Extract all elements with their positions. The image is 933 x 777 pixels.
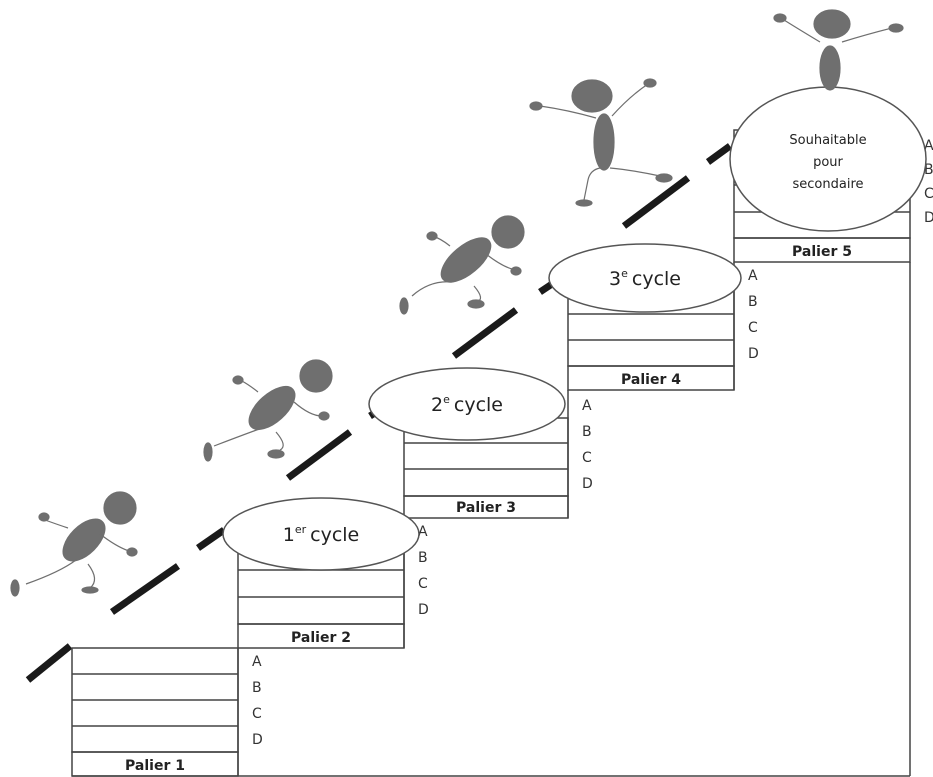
jumper-figure-5 xyxy=(773,9,904,91)
cycle-2-word: cycle xyxy=(454,394,503,416)
step-letters-palier-4: A B C D xyxy=(748,268,759,362)
step-label-palier-1: Palier 1 xyxy=(125,758,185,774)
svg-text:C: C xyxy=(924,186,933,202)
cycle-1-sup: er xyxy=(295,523,307,536)
svg-text:B: B xyxy=(252,680,262,696)
step-letters-palier-2: A B C D xyxy=(418,524,429,618)
step-label-palier-3: Palier 3 xyxy=(456,500,516,516)
runner-figure-1 xyxy=(10,491,138,597)
svg-text:B: B xyxy=(582,424,592,440)
svg-text:D: D xyxy=(418,602,429,618)
svg-text:B: B xyxy=(748,294,758,310)
svg-text:C: C xyxy=(582,450,592,466)
cycle-1-word: cycle xyxy=(310,524,359,546)
runner-figure-3 xyxy=(399,215,525,315)
step-palier-4 xyxy=(567,289,735,518)
final-bubble-line-2: pour xyxy=(813,155,843,170)
runner-figure-2 xyxy=(203,359,333,462)
step-palier-1 xyxy=(71,647,239,777)
cycle-3-number: 3 xyxy=(609,268,621,290)
final-bubble-line-3: secondaire xyxy=(793,177,864,192)
jumper-figure-4 xyxy=(529,78,673,207)
final-bubble-secondaire: Souhaitable pour secondaire xyxy=(729,86,927,232)
svg-text:B: B xyxy=(418,550,428,566)
svg-text:D: D xyxy=(748,346,759,362)
svg-text:D: D xyxy=(252,732,263,748)
svg-text:D: D xyxy=(582,476,593,492)
step-label-palier-5: Palier 5 xyxy=(792,244,852,260)
svg-text:A: A xyxy=(582,398,592,414)
step-letters-palier-1: A B C D xyxy=(252,654,263,748)
final-bubble-line-1: Souhaitable xyxy=(789,133,866,148)
cycle-2-sup: e xyxy=(443,393,450,406)
step-label-palier-4: Palier 4 xyxy=(621,372,681,388)
cycle-3-word: cycle xyxy=(632,268,681,290)
step-palier-2 xyxy=(237,541,405,776)
svg-text:B: B xyxy=(924,162,933,178)
svg-text:C: C xyxy=(252,706,262,722)
svg-text:D: D xyxy=(924,210,933,226)
svg-text:C: C xyxy=(748,320,758,336)
svg-text:A: A xyxy=(748,268,758,284)
step-letters-palier-5: A B C D xyxy=(924,138,933,226)
cycle-2-number: 2 xyxy=(431,394,443,416)
step-label-palier-2: Palier 2 xyxy=(291,630,351,646)
svg-text:A: A xyxy=(252,654,262,670)
svg-text:C: C xyxy=(418,576,428,592)
cycle-1-number: 1 xyxy=(283,524,295,546)
cycle-3-sup: e xyxy=(621,267,628,280)
svg-text:A: A xyxy=(418,524,428,540)
svg-text:A: A xyxy=(924,138,933,154)
step-letters-palier-3: A B C D xyxy=(582,398,593,492)
step-palier-5 xyxy=(72,129,911,777)
